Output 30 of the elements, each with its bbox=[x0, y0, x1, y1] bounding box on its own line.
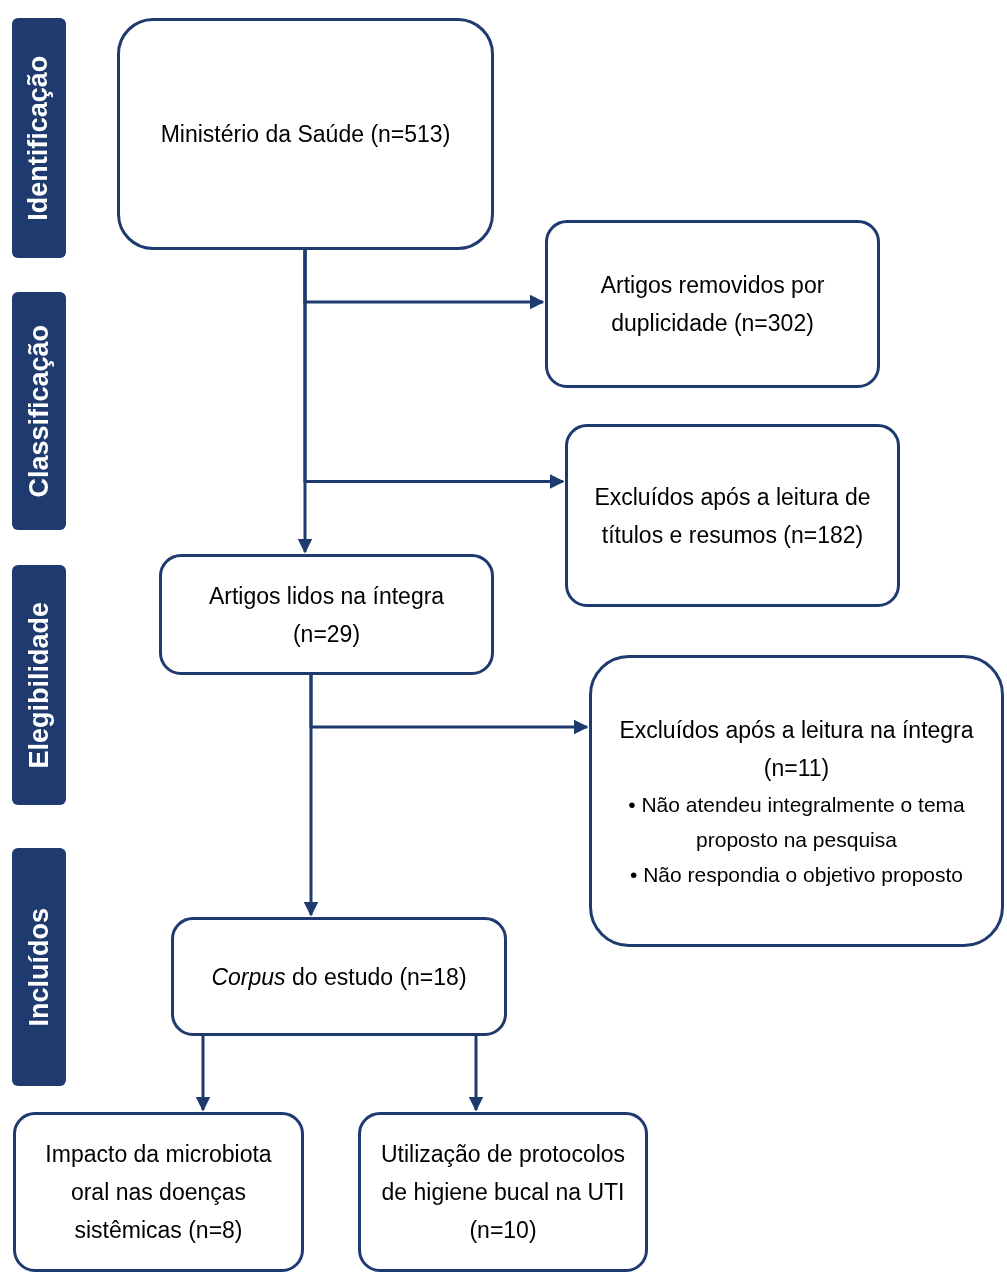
stage-band bbox=[12, 18, 66, 258]
arrow bbox=[195, 1036, 211, 1112]
process-box bbox=[159, 554, 494, 675]
stage-label: Incluídos bbox=[22, 907, 55, 1027]
arrow bbox=[297, 250, 313, 554]
process-box bbox=[117, 18, 494, 250]
stage-label: Classificação bbox=[22, 324, 55, 498]
box-text: Utilização de protocolos de higiene bucal na UTI (n=10) bbox=[379, 1140, 627, 1245]
process-box bbox=[565, 424, 900, 607]
box-text: Impacto da microbiota oral nas doenças sistêmicas (n=8) bbox=[44, 1140, 273, 1245]
box-text: Artigos removidos por duplicidade (n=302) bbox=[599, 271, 826, 338]
arrow bbox=[468, 1036, 484, 1112]
process-box bbox=[589, 655, 1004, 947]
process-box bbox=[358, 1112, 648, 1272]
stage-label: Identificação bbox=[22, 55, 55, 221]
stage-label: Elegibilidade bbox=[22, 601, 55, 769]
process-box bbox=[545, 220, 880, 388]
box-text: Excluídos após a leitura na íntegra (n=11) bbox=[618, 715, 975, 783]
stage-band bbox=[12, 292, 66, 530]
process-box bbox=[171, 917, 507, 1036]
stage-band bbox=[12, 848, 66, 1086]
stage-band bbox=[12, 565, 66, 805]
arrow bbox=[303, 675, 319, 917]
box-text: Excluídos após a leitura de títulos e resumos (n=182) bbox=[593, 482, 872, 550]
box-text: Ministério da Saúde (n=513) bbox=[160, 120, 451, 149]
box-text: Corpus do estudo (n=18) bbox=[211, 962, 467, 992]
process-box bbox=[13, 1112, 304, 1272]
bullet-text: • Não respondia o objetivo proposto bbox=[629, 861, 964, 888]
bullet-text: • Não atendeu integralmente o tema proposto na pesquisa bbox=[627, 791, 966, 853]
box-text: Artigos lidos na íntegra (n=29) bbox=[207, 581, 446, 649]
